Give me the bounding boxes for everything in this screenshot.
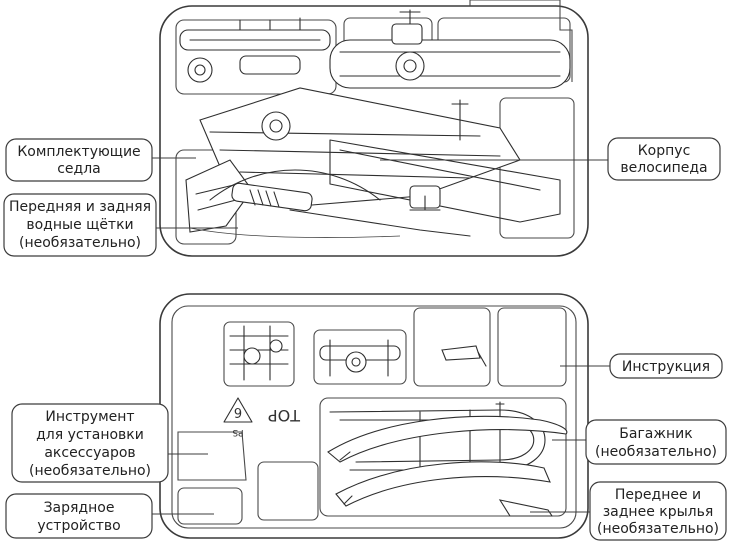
recycle-code: PS (232, 427, 243, 437)
callout-fenders-line-1: Переднее и (615, 487, 701, 503)
recycle-mark: 6 PS (223, 397, 253, 437)
callout-manual-line-1: Инструкция (622, 359, 710, 375)
pocket-1-parts (229, 325, 289, 381)
callout-fenders-line-2: заднее крылья (603, 504, 714, 520)
callout-body-line-1: Корпус (638, 143, 691, 159)
callout-rack-line-1: Багажник (619, 426, 692, 442)
bottom-case: 6 PS TOP (152, 293, 610, 539)
bottom-pocket-2 (313, 329, 407, 385)
callout-tool-line-4: (необязательно) (29, 463, 151, 479)
bike-body (179, 9, 571, 223)
callout-fenders: Переднее и заднее крылья (необязательно) (589, 481, 727, 541)
pocket-2-parts (319, 339, 401, 377)
callout-brushes-line-1: Передняя и задняя (9, 199, 151, 215)
callout-rack-line-2: (необязательно) (595, 444, 717, 460)
callout-charger-line-1: Зарядное (44, 500, 115, 516)
callout-tool-line-1: Инструмент (45, 409, 134, 425)
top-marking: TOP (268, 406, 301, 425)
bottom-tray-inner (171, 305, 577, 529)
callout-charger: Зарядное устройство (5, 493, 153, 539)
recycle-number: 6 (234, 404, 242, 419)
callout-body: Корпус велосипеда (607, 137, 721, 181)
top-case (152, 0, 608, 257)
bottom-pocket-mid (257, 461, 319, 521)
bottom-pocket-1 (223, 321, 295, 387)
callout-saddle-parts: Комплектующие седла (5, 138, 153, 182)
callout-saddle-parts-line-2: седла (57, 161, 101, 177)
callout-tool: Инструмент для установки аксессуаров (не… (11, 403, 169, 483)
callout-body-line-2: велосипеда (620, 160, 707, 176)
top-tray-right (499, 97, 575, 239)
callout-brushes: Передняя и задняя водные щётки (необязат… (3, 193, 157, 257)
callout-brushes-line-3: (необязательно) (19, 235, 141, 251)
callout-saddle-parts-line-1: Комплектующие (17, 144, 140, 160)
callout-tool-line-2: для установки (36, 427, 144, 443)
bottom-pocket-3 (413, 307, 491, 387)
callout-brushes-line-2: водные щётки (26, 217, 133, 233)
callout-rack: Багажник (необязательно) (585, 419, 727, 465)
bottom-pocket-tool (177, 431, 247, 481)
bottom-pocket-manual (497, 307, 567, 387)
callout-tool-line-3: аксессуаров (44, 445, 135, 461)
pocket-3-parts (441, 345, 487, 367)
callout-charger-line-2: устройство (37, 518, 120, 534)
bottom-pocket-charger (177, 487, 243, 525)
bottom-pocket-rack (319, 397, 567, 517)
water-brushes (185, 159, 471, 238)
callout-manual: Инструкция (609, 353, 723, 379)
callout-fenders-line-3: (необязательно) (597, 521, 719, 537)
top-tray-notch (469, 0, 573, 82)
